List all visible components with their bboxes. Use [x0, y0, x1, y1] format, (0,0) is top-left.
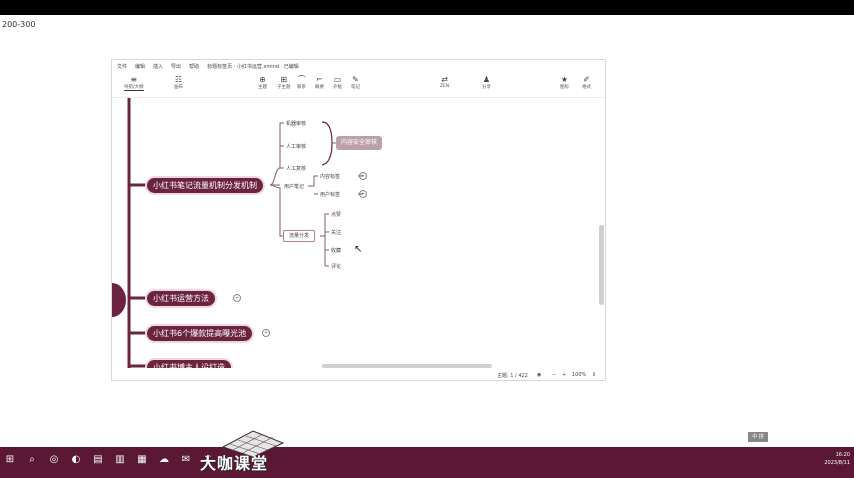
folder-icon[interactable]: ▤ [93, 454, 103, 465]
summary-button[interactable]: ⌐概要 [315, 75, 324, 90]
brush-icon: ✐ [583, 75, 590, 84]
xmind-window: 文件 编辑 插入 导出 帮助 标题标签页 · 小红书运营.xmind · 已编辑… [111, 59, 606, 381]
search-icon[interactable]: ⌕ [29, 454, 35, 465]
menu-bar: 文件 编辑 插入 导出 帮助 标题标签页 · 小红书运营.xmind · 已编辑 [112, 60, 605, 72]
xmind-icon[interactable]: ✕ [203, 454, 213, 465]
relationship-button[interactable]: ⌒联系 [297, 75, 306, 90]
corner-label: 200-300 [2, 20, 36, 29]
horizontal-scrollbar[interactable] [322, 364, 492, 368]
review-item[interactable]: 人工复核 [286, 166, 307, 172]
letterbox-top [0, 0, 854, 15]
share-button[interactable]: ♟分享 [482, 75, 491, 90]
image-icon[interactable]: ▦ [137, 454, 147, 465]
central-topic[interactable] [112, 283, 126, 317]
collapse-toggle-icon[interactable]: + [233, 294, 241, 302]
watermark-text: 大咖课堂 [200, 454, 269, 473]
branch-traffic-mechanism[interactable]: 小红书笔记流量机制分发机制 [147, 178, 263, 193]
eval-item[interactable]: 评论 [331, 264, 342, 270]
toolbar-divider [112, 97, 605, 98]
menu-edit[interactable]: 编辑 [135, 63, 146, 70]
tag-group-node[interactable]: 用户笔记 [284, 184, 305, 190]
boundary-button[interactable]: ▭外框 [333, 75, 342, 90]
branch-exposure[interactable]: 小红书6个爆款提高曝光池 [147, 326, 253, 341]
eval-node[interactable]: 流量分发 [283, 230, 316, 242]
vertical-scrollbar[interactable] [599, 225, 604, 305]
window-title: 标题标签页 · 小红书运营.xmind · 已编辑 [207, 63, 299, 70]
system-clock[interactable]: 16:20 2023/8/11 [824, 451, 850, 467]
chrome-icon[interactable]: ◎ [49, 454, 59, 465]
branch-persona[interactable]: 小红书博主人设打造 [147, 360, 231, 368]
topic-icon: ⊕ [259, 75, 266, 84]
eval-item[interactable]: 点赞 [331, 212, 342, 218]
mouse-cursor-icon: ↖ [354, 244, 363, 255]
review-item[interactable]: 人工审核 [286, 144, 307, 150]
icon-panel-button[interactable]: ★图标 [560, 75, 569, 90]
eye-icon[interactable]: ◉ [537, 372, 542, 378]
zen-button[interactable]: ⇄ZEN [440, 75, 450, 89]
tag-node[interactable]: 内容标签 [320, 174, 341, 180]
mail-icon[interactable]: ✉ [181, 454, 191, 465]
summary-icon: ⌐ [316, 75, 323, 84]
windows-icon[interactable]: ⊞ [5, 454, 15, 465]
tag-node[interactable]: 用户标签 [320, 192, 341, 198]
share-icon: ♟ [482, 75, 491, 84]
eval-item[interactable]: 收藏 [331, 248, 342, 254]
cloud-icon[interactable]: ☁ [159, 454, 169, 465]
toolbar: ≡导航/大纲 ☷画布 ⊕主题 ⊞子主题 ⌒联系 ⌐概要 ▭外框 ✎笔记 ⇄ZEN… [112, 73, 605, 97]
subtopic-button[interactable]: ⊞子主题 [277, 75, 291, 90]
collapse-toggle-icon[interactable]: + [359, 190, 367, 198]
zoom-in-button[interactable]: + [562, 372, 567, 378]
ime-indicator[interactable]: 中 拼 [748, 432, 768, 442]
connector-lines [127, 98, 363, 368]
outline-toggle-button[interactable]: ≡导航/大纲 [124, 75, 144, 91]
menu-export[interactable]: 导出 [171, 63, 182, 70]
explorer-icon[interactable]: ◐ [71, 454, 81, 465]
desktop: 200-300 文件 编辑 插入 导出 帮助 标题标签页 · 小红书运营.xmi… [0, 15, 854, 447]
clock-time: 16:20 [835, 452, 850, 458]
clock-date: 2023/8/11 [824, 460, 850, 466]
taskbar: ⊞ ⌕ ◎ ◐ ▤ ▥ ▦ ☁ ✉ ✕ 大咖课堂 16:20 2023/8/11 [0, 430, 854, 478]
mindmap-canvas[interactable]: 小红书笔记流量机制分发机制 小红书运营方法 + 小红书6个爆款提高曝光池 + 小… [112, 98, 605, 368]
topic-button[interactable]: ⊕主题 [258, 75, 267, 90]
menu-help[interactable]: 帮助 [189, 63, 200, 70]
doc-icon[interactable]: ▥ [115, 454, 125, 465]
watermark-logo-icon [221, 430, 285, 458]
status-bar: 主题: 1 / 422 ◉ − + 100% ⇕ [112, 370, 605, 380]
menu-file[interactable]: 文件 [117, 63, 128, 70]
zoom-out-button[interactable]: − [552, 372, 557, 378]
note-button[interactable]: ✎笔记 [351, 75, 360, 90]
canvas-button[interactable]: ☷画布 [174, 75, 183, 90]
branch-operations[interactable]: 小红书运营方法 [147, 291, 215, 306]
note-icon: ✎ [352, 75, 359, 84]
subtopic-icon: ⊞ [280, 75, 288, 84]
menu-insert[interactable]: 插入 [153, 63, 164, 70]
star-icon: ★ [560, 75, 569, 84]
collapse-toggle-icon[interactable]: + [359, 172, 367, 180]
zoom-level[interactable]: 100% [572, 372, 587, 378]
zoom-dropdown-icon[interactable]: ⇕ [592, 372, 597, 378]
boundary-icon: ▭ [333, 75, 342, 84]
relationship-icon: ⌒ [297, 75, 306, 84]
collapse-toggle-icon[interactable]: + [262, 329, 270, 337]
eval-item[interactable]: 关注 [331, 230, 342, 236]
topic-count: 主题: 1 / 422 [497, 373, 528, 379]
review-summary-node[interactable]: 内容安全审核 [336, 136, 383, 150]
canvas-icon: ☷ [174, 75, 183, 84]
zen-icon: ⇄ [441, 75, 448, 84]
outline-icon: ≡ [130, 75, 138, 84]
format-panel-button[interactable]: ✐格式 [582, 75, 591, 90]
review-item[interactable]: 机器审核 [286, 121, 307, 127]
